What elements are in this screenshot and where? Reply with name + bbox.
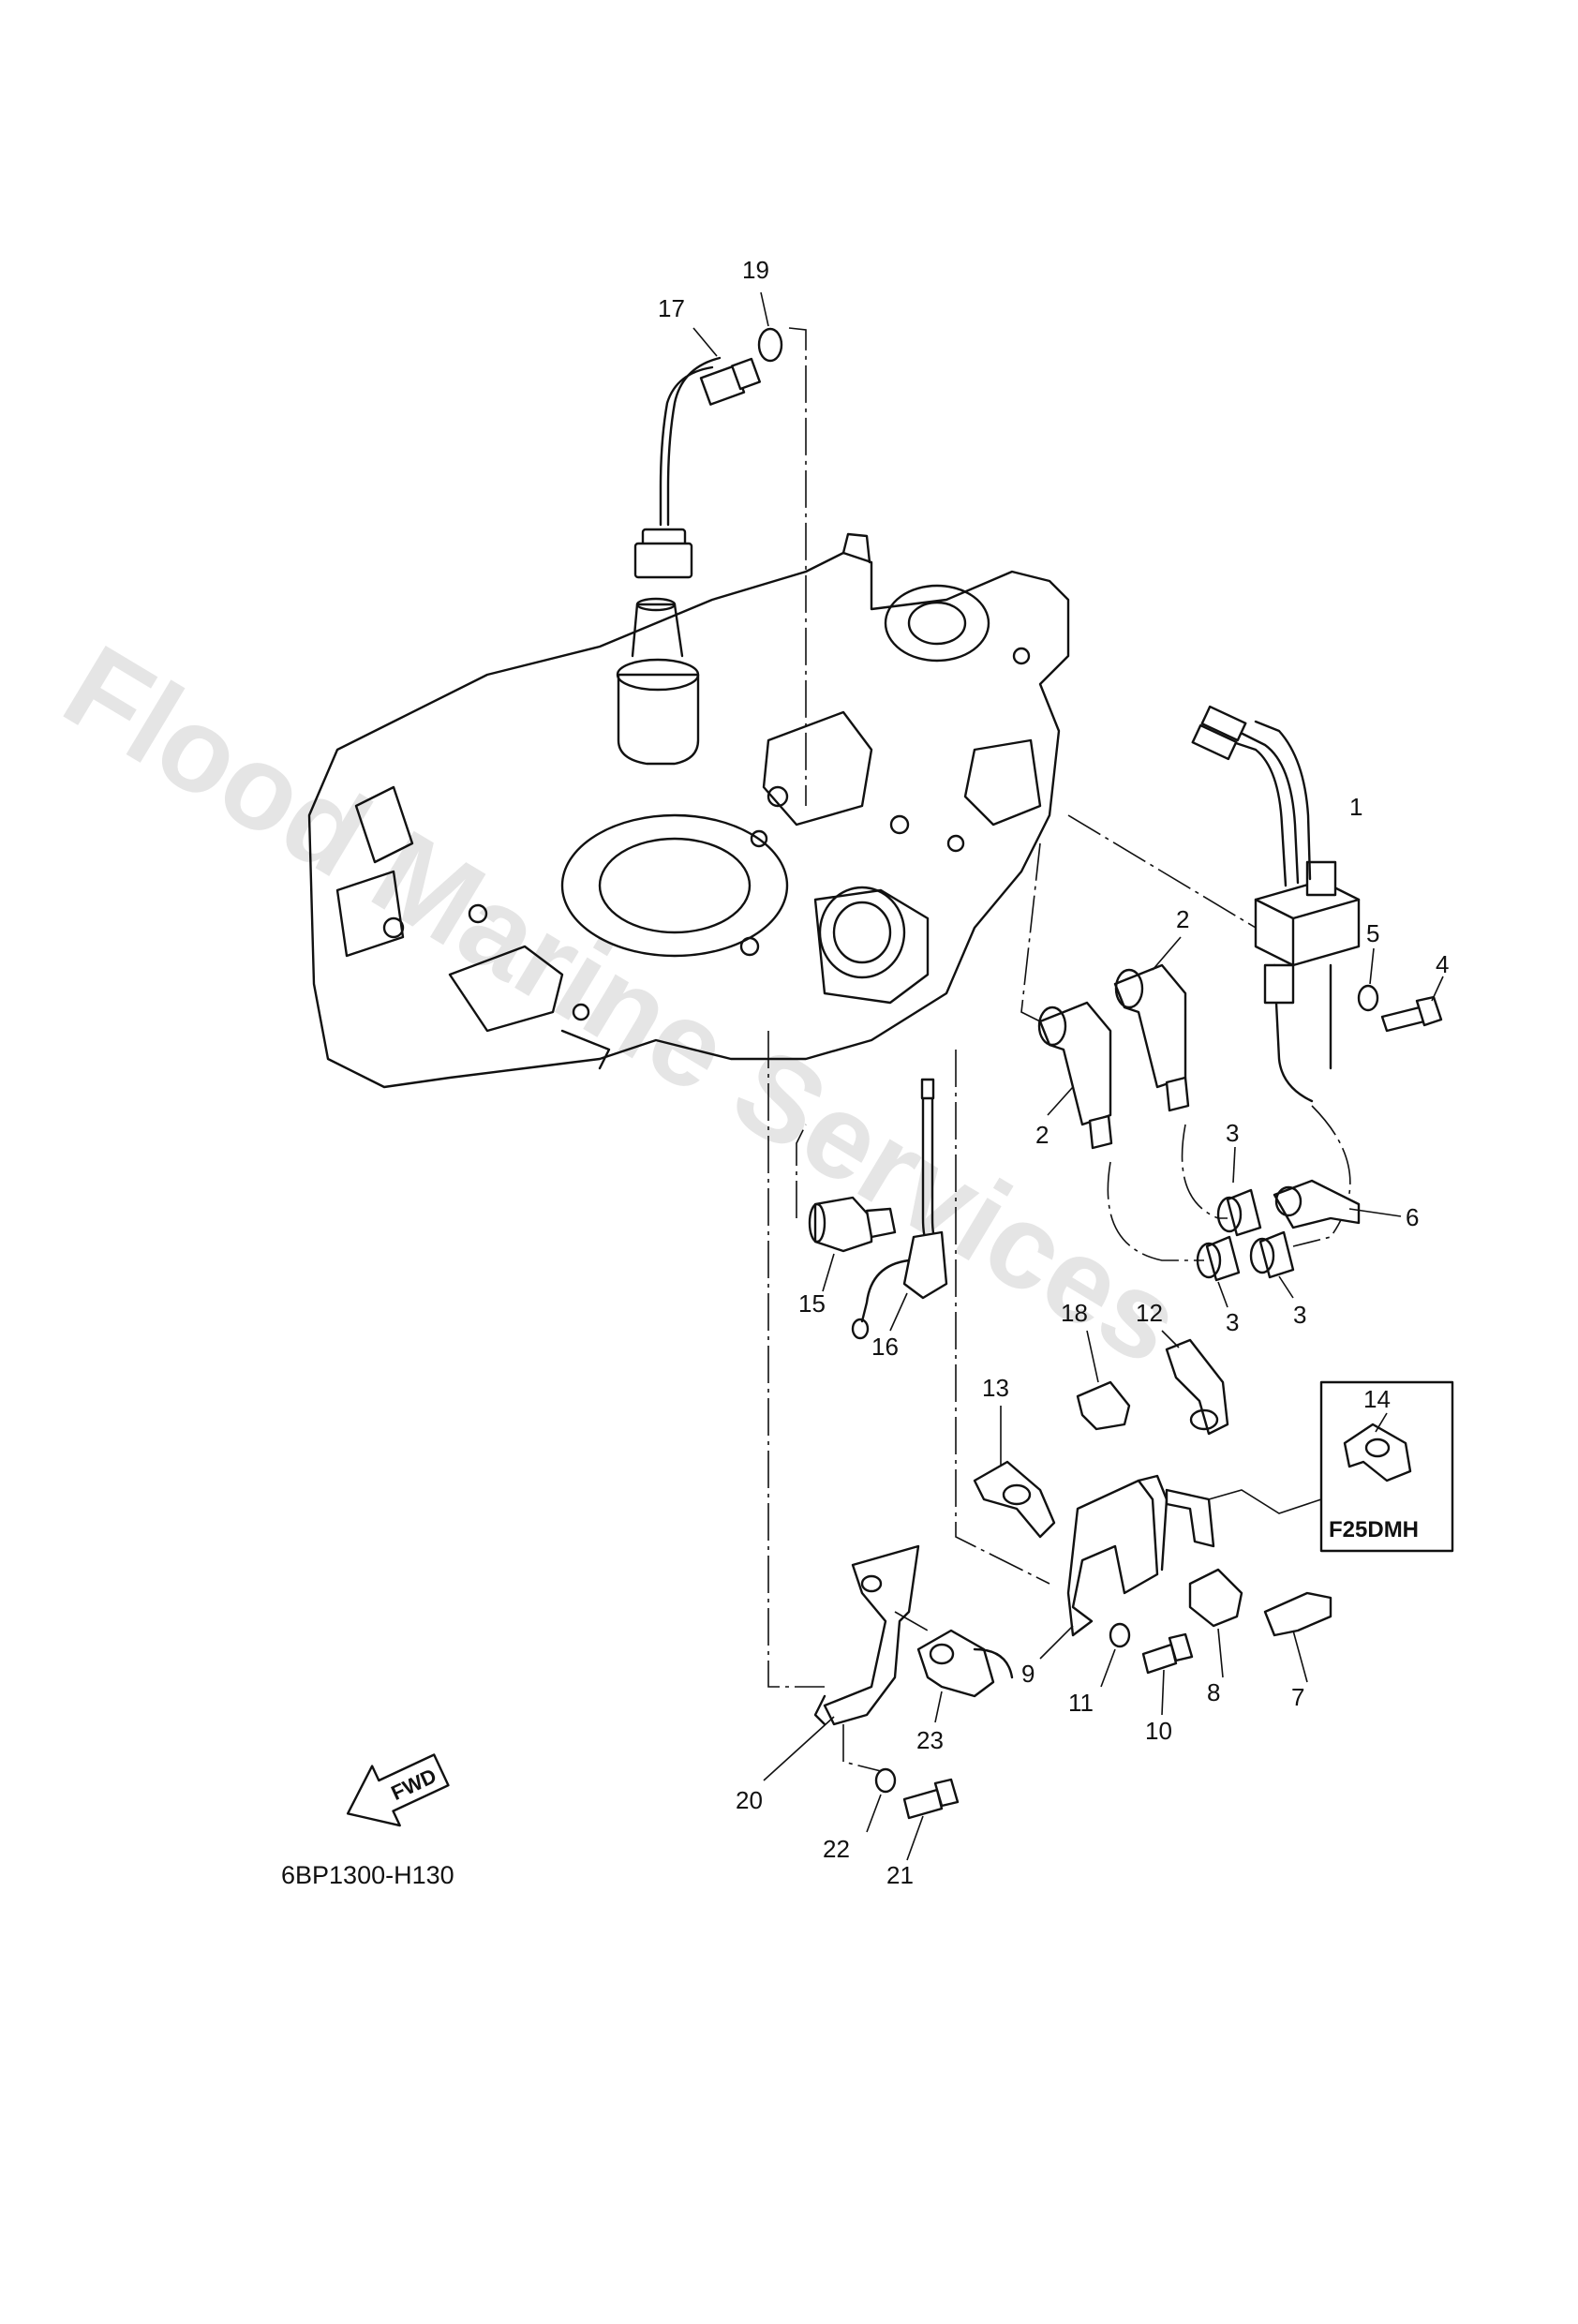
callout-10: 10: [1145, 1717, 1172, 1745]
leader-22: [866, 1794, 882, 1833]
callout-9: 9: [1021, 1660, 1035, 1688]
callout-8: 8: [1207, 1678, 1220, 1706]
callout-3a: 3: [1226, 1119, 1239, 1147]
callout-13: 13: [982, 1374, 1009, 1402]
callout-14: 14: [1363, 1385, 1391, 1413]
lead-left: [1107, 1161, 1204, 1261]
bracket-20: [813, 1544, 920, 1726]
washer-5: [1357, 984, 1379, 1012]
center-line-20: [842, 1724, 882, 1772]
callout-22: 22: [823, 1835, 850, 1863]
leader-15: [822, 1253, 835, 1292]
grommet-3a: [1216, 1188, 1262, 1237]
center-line-mid: [955, 1050, 1050, 1585]
callout-23: 23: [916, 1726, 944, 1754]
inset-box: [1319, 1380, 1454, 1553]
o-ring-19: [757, 327, 783, 363]
leader-17: [692, 327, 718, 357]
watermark: Flood Marine Services: [43, 619, 1203, 1390]
callout-7: 7: [1291, 1683, 1304, 1711]
grommet-3b: [1196, 1235, 1241, 1282]
leader-9: [1039, 1625, 1074, 1660]
leader-23: [934, 1691, 943, 1723]
leader-12: [1161, 1330, 1180, 1348]
center-line-15: [796, 1124, 807, 1218]
callout-15: 15: [798, 1289, 826, 1318]
plug-cap-2a: [1113, 963, 1190, 1112]
callout-18: 18: [1061, 1299, 1088, 1327]
callout-19: 19: [742, 256, 769, 284]
leader-16: [889, 1292, 908, 1332]
center-line-1: [1067, 814, 1257, 929]
callout-3b: 3: [1226, 1308, 1239, 1336]
sensor-lead-16: [851, 1078, 948, 1340]
washer-22: [874, 1767, 897, 1794]
leader-21: [906, 1815, 924, 1861]
engine-block: [307, 532, 1070, 1089]
leader-5: [1369, 947, 1375, 985]
leader-14: [1375, 1412, 1388, 1433]
plug-cap-2b: [1037, 1001, 1113, 1150]
callout-5: 5: [1366, 919, 1379, 947]
callout-3c: 3: [1293, 1301, 1306, 1329]
leader-20: [763, 1716, 835, 1781]
callout-6: 6: [1406, 1203, 1419, 1231]
center-line-left: [767, 1031, 825, 1688]
leader-3b: [1217, 1281, 1228, 1308]
callout-1: 1: [1349, 793, 1362, 821]
clip-13: [973, 1460, 1056, 1539]
bracket-9: [1066, 1474, 1215, 1637]
holder-8: [1188, 1568, 1243, 1628]
clamp-6: [1273, 1179, 1361, 1229]
ignition-coil-1: [1191, 705, 1361, 1103]
center-line-2: [1020, 842, 1041, 1022]
center-line-23: [894, 1611, 929, 1631]
sensor-lead-17: [633, 356, 761, 579]
center-line-19: [788, 327, 807, 806]
leader-11: [1100, 1648, 1116, 1688]
callouts: 1 2 2 3 3 3 4 5 6 7 8 9 10 11 12 13 14 1…: [658, 256, 1449, 1889]
leader-2a: [1152, 936, 1182, 971]
leader-2b: [1047, 1086, 1074, 1116]
leader-18: [1086, 1330, 1099, 1383]
leader-8: [1217, 1628, 1224, 1678]
callout-21: 21: [886, 1861, 914, 1889]
callout-2a: 2: [1176, 905, 1189, 933]
lead-right: [1181, 1124, 1228, 1219]
grommet-3c: [1249, 1230, 1295, 1279]
callout-16: 16: [871, 1333, 899, 1361]
inset-box-label: F25DMH: [1329, 1517, 1419, 1542]
leader-7: [1292, 1630, 1308, 1683]
clip-18: [1076, 1380, 1131, 1431]
bolt-21: [902, 1778, 960, 1820]
clamp-23: [916, 1629, 1014, 1698]
leader-3c: [1278, 1275, 1294, 1299]
drawing-code: 6BP1300-H130: [281, 1861, 454, 1889]
callout-4: 4: [1436, 950, 1449, 978]
callout-17: 17: [658, 294, 685, 322]
callout-20: 20: [736, 1786, 763, 1814]
leader-10: [1161, 1669, 1165, 1716]
callout-11: 11: [1068, 1689, 1094, 1717]
clip-7: [1263, 1591, 1332, 1637]
washer-11: [1109, 1622, 1131, 1648]
lead-coil: [1292, 1105, 1351, 1247]
inset-link: [1208, 1489, 1322, 1514]
clip-14: [1343, 1423, 1412, 1482]
clip-12: [1165, 1338, 1229, 1436]
fwd-arrow-icon: FWD: [346, 1753, 450, 1827]
leader-3a: [1232, 1146, 1236, 1184]
leader-6: [1348, 1208, 1402, 1217]
bolt-10: [1141, 1632, 1194, 1675]
sensor-15: [808, 1196, 897, 1253]
leader-4: [1431, 976, 1444, 1002]
bolt-4: [1380, 995, 1443, 1033]
callout-12: 12: [1136, 1299, 1163, 1327]
callout-2b: 2: [1035, 1121, 1049, 1149]
leader-19: [760, 291, 769, 327]
